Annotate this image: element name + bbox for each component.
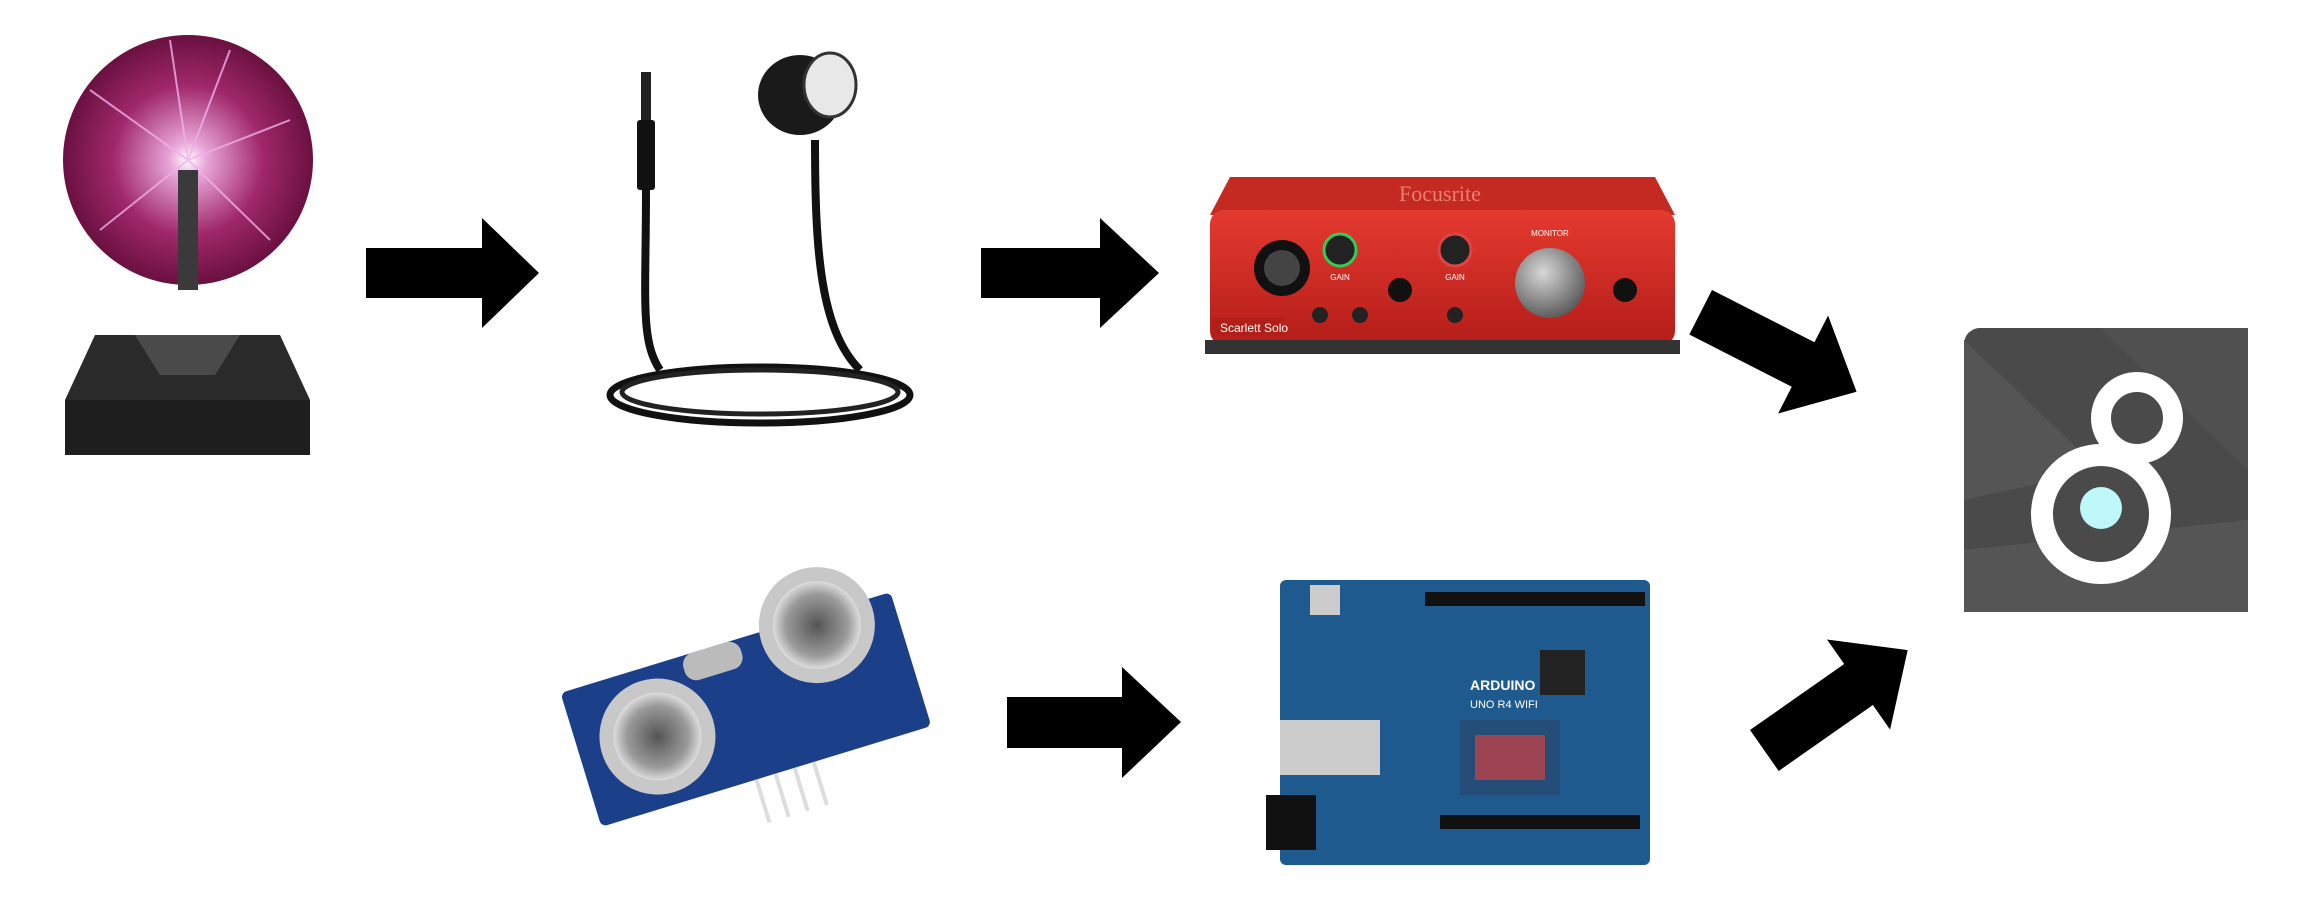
monitor-label: MONITOR xyxy=(1531,229,1569,238)
arrow-mic-to-interface xyxy=(981,218,1159,328)
contact-microphone-image xyxy=(606,51,914,427)
arduino-brand: ARDUINO xyxy=(1470,677,1535,693)
arrow-sensor-to-arduino xyxy=(1007,667,1181,778)
arrow-arduino-to-app xyxy=(1750,639,1908,771)
arrow-interface-to-app xyxy=(1689,290,1857,414)
gain-label-1: GAIN xyxy=(1330,273,1350,282)
arrow-globe-to-mic xyxy=(366,218,539,328)
audio-interface-image: Focusrite Scarlett Solo GAIN GAIN MONITO… xyxy=(1205,177,1680,354)
gain-label-2: GAIN xyxy=(1445,273,1465,282)
interface-brand: Focusrite xyxy=(1399,181,1481,206)
arduino-model: UNO R4 WIFI xyxy=(1470,699,1538,711)
plasma-globe-image xyxy=(63,35,313,455)
arduino-board-image: ARDUINO UNO R4 WIFI xyxy=(1266,580,1650,865)
app-icon xyxy=(1964,328,2248,612)
ultrasonic-sensor-image: HC-SR04 xyxy=(561,567,930,826)
interface-model: Scarlett Solo xyxy=(1220,321,1288,335)
